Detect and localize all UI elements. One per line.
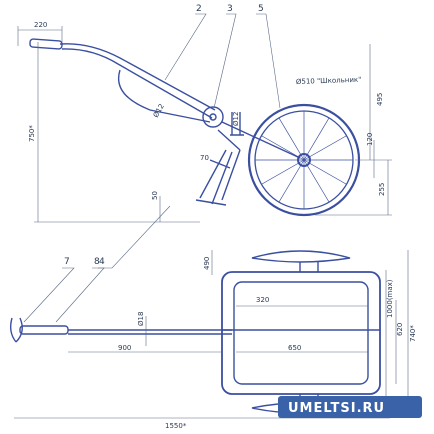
watermark-text: UMELTSI.RU: [288, 401, 385, 416]
side-view: [29, 38, 301, 206]
wheel-label: Ø510 "Школьник": [296, 76, 362, 86]
callout-8: 8: [94, 257, 100, 267]
side-dimension-lines: [17, 26, 392, 223]
handle-grip: [29, 38, 63, 50]
dim-tube-12-b: Ø12: [232, 112, 240, 126]
drawbar: [59, 43, 216, 111]
dim-tube-12-a: Ø12: [152, 103, 166, 119]
dim-handle-length: 220: [34, 21, 47, 29]
curved-strut: [118, 69, 211, 123]
dim-18: Ø18: [137, 312, 145, 326]
wheel-top: [251, 250, 351, 263]
dim-620: 620: [396, 323, 404, 336]
dim-650: 650: [288, 344, 301, 352]
watermark-box: [278, 396, 422, 418]
callout-5: 5: [258, 4, 264, 14]
dim-angle-70: 70: [200, 154, 209, 162]
dim-1000: 1000(max): [386, 279, 394, 318]
dim-hub-120: 120: [366, 133, 374, 146]
bracket: [230, 112, 244, 136]
callout-leaders: [23, 13, 281, 323]
dim-320: 320: [256, 296, 269, 304]
joint-hub: [202, 106, 224, 128]
stand-leg: [199, 149, 241, 205]
dim-height-255: 255: [378, 183, 386, 196]
outer-frame: [221, 271, 381, 395]
dim-total-height: 750*: [28, 125, 36, 142]
callout-7: 7: [64, 257, 70, 267]
dim-490: 490: [203, 257, 211, 270]
dim-height-495: 495: [376, 93, 384, 106]
dim-1550: 1550*: [165, 422, 187, 430]
callout-3: 3: [227, 4, 233, 14]
drawbar-lower: [61, 48, 213, 119]
handle-fork: [9, 317, 23, 343]
callout-4: 4: [99, 257, 105, 267]
dim-740: 740*: [409, 325, 417, 342]
dim-stand-50: 50: [151, 191, 159, 200]
axle-arm: [221, 121, 301, 159]
dim-900: 900: [118, 344, 131, 352]
callout-2: 2: [196, 4, 202, 14]
inner-frame: [233, 281, 369, 385]
